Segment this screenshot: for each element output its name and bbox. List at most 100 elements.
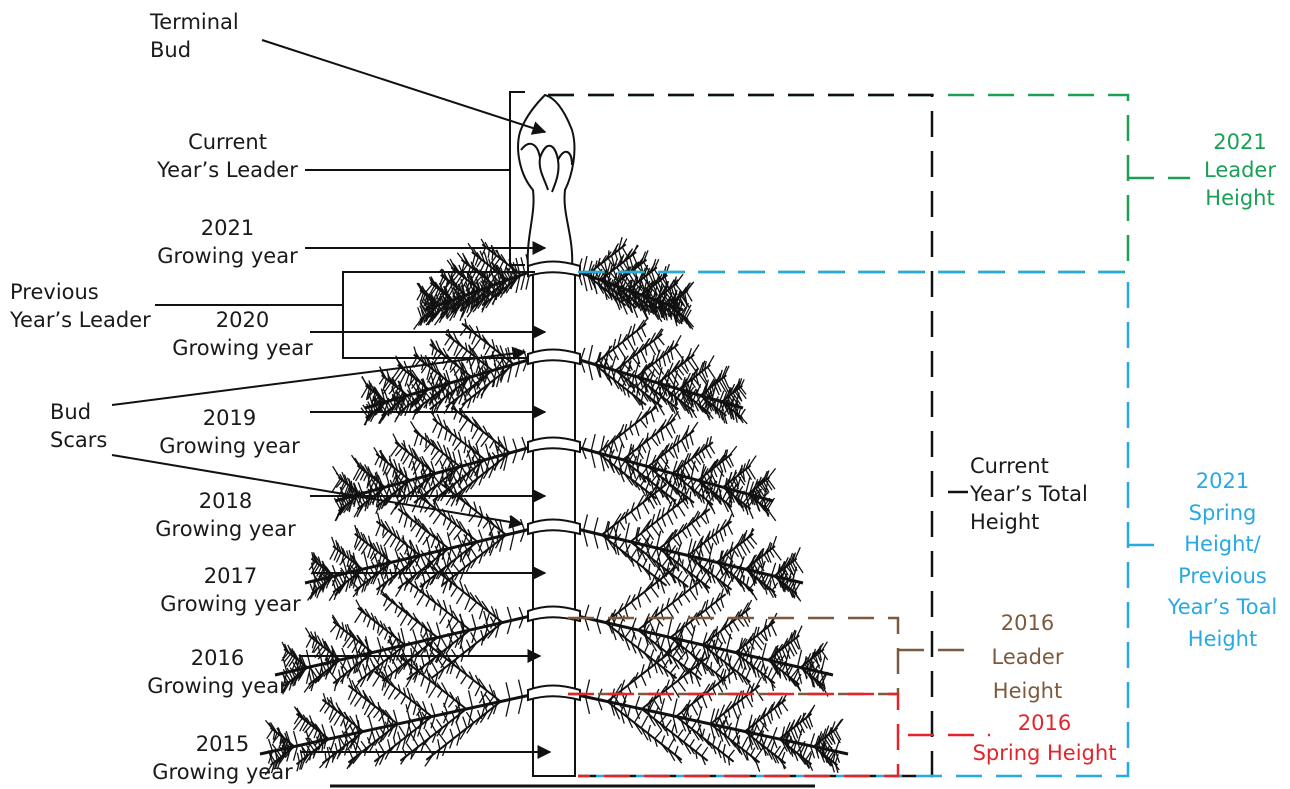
year-2021: 2021	[150, 214, 305, 242]
needle	[586, 697, 590, 714]
needle	[420, 437, 422, 445]
needle	[686, 437, 689, 449]
needle	[472, 428, 478, 439]
needle	[583, 514, 587, 530]
needle	[721, 598, 724, 608]
needle	[750, 536, 757, 544]
needle	[459, 415, 462, 422]
needle	[393, 468, 395, 477]
needle	[486, 541, 488, 549]
needle	[623, 342, 628, 350]
needle	[460, 420, 468, 432]
needle	[456, 592, 463, 604]
needle	[434, 603, 436, 611]
needle	[369, 716, 373, 730]
needle	[695, 456, 701, 464]
needle	[448, 341, 455, 351]
needle	[438, 739, 440, 749]
needle	[401, 603, 402, 610]
needle	[651, 649, 654, 658]
needle	[673, 699, 677, 716]
needle	[762, 643, 766, 658]
needle	[594, 518, 598, 533]
needle	[724, 377, 729, 388]
needle	[672, 685, 680, 697]
needle	[696, 744, 702, 751]
needle	[767, 714, 771, 724]
needle	[770, 580, 771, 588]
needle	[737, 618, 744, 627]
needle	[720, 651, 723, 658]
terminal-bud-line-2: Bud	[150, 36, 239, 64]
needle	[368, 547, 372, 558]
terminal-bud-shape	[518, 95, 574, 268]
needle	[322, 744, 323, 751]
needle	[651, 525, 659, 536]
needle	[383, 527, 385, 535]
needle	[625, 516, 626, 523]
needle	[674, 347, 682, 359]
needle	[472, 614, 476, 628]
needle	[391, 445, 399, 456]
needle	[757, 661, 761, 669]
needle	[394, 692, 400, 699]
terminal-bud-line-1: Terminal	[150, 8, 239, 36]
needle	[335, 743, 337, 752]
needle	[737, 703, 741, 715]
needle	[340, 630, 344, 638]
needle	[690, 422, 698, 434]
needle	[702, 747, 708, 756]
needle	[330, 624, 336, 632]
needle	[335, 510, 340, 522]
needle	[716, 602, 721, 611]
needle	[666, 690, 672, 701]
needle	[413, 704, 416, 715]
needle	[688, 462, 694, 471]
needle	[691, 357, 699, 369]
needle	[678, 598, 682, 605]
needle	[681, 440, 687, 452]
needle	[519, 680, 523, 697]
needle	[384, 598, 388, 606]
needle	[375, 456, 379, 465]
needle	[817, 673, 818, 681]
needle	[448, 700, 454, 708]
growing-year-2019: Growing year	[152, 432, 307, 460]
needle	[669, 450, 674, 458]
needle	[400, 614, 407, 626]
needle	[703, 608, 750, 645]
needle	[388, 665, 392, 673]
needle	[306, 638, 311, 648]
needle	[631, 512, 637, 521]
needle	[376, 524, 381, 536]
needle	[519, 607, 523, 618]
needle	[821, 655, 825, 672]
needle	[362, 699, 366, 708]
needle	[450, 362, 452, 370]
needle	[628, 707, 631, 717]
needle	[408, 618, 413, 626]
needle	[582, 438, 586, 449]
needle	[638, 637, 641, 648]
needle	[306, 650, 310, 667]
needle	[367, 618, 370, 627]
needle	[426, 401, 427, 408]
needle	[729, 625, 733, 633]
needle	[388, 739, 390, 749]
needle	[746, 478, 750, 494]
current-leader-label: Current Year’s Leader	[150, 128, 305, 184]
needle	[478, 710, 481, 717]
needle	[481, 436, 489, 447]
needle	[640, 420, 646, 428]
bud-scars-line-1: Bud	[50, 398, 107, 426]
needle	[661, 430, 664, 441]
needle	[445, 430, 447, 440]
needle	[419, 732, 424, 742]
needle	[641, 675, 646, 686]
needle	[485, 346, 490, 355]
previous-leader-label: Previous Year’s Leader	[10, 278, 151, 334]
needle	[513, 439, 517, 451]
needle	[411, 520, 412, 528]
needle	[414, 434, 418, 446]
spring-height-2016-line-2: Spring Height	[962, 738, 1127, 768]
